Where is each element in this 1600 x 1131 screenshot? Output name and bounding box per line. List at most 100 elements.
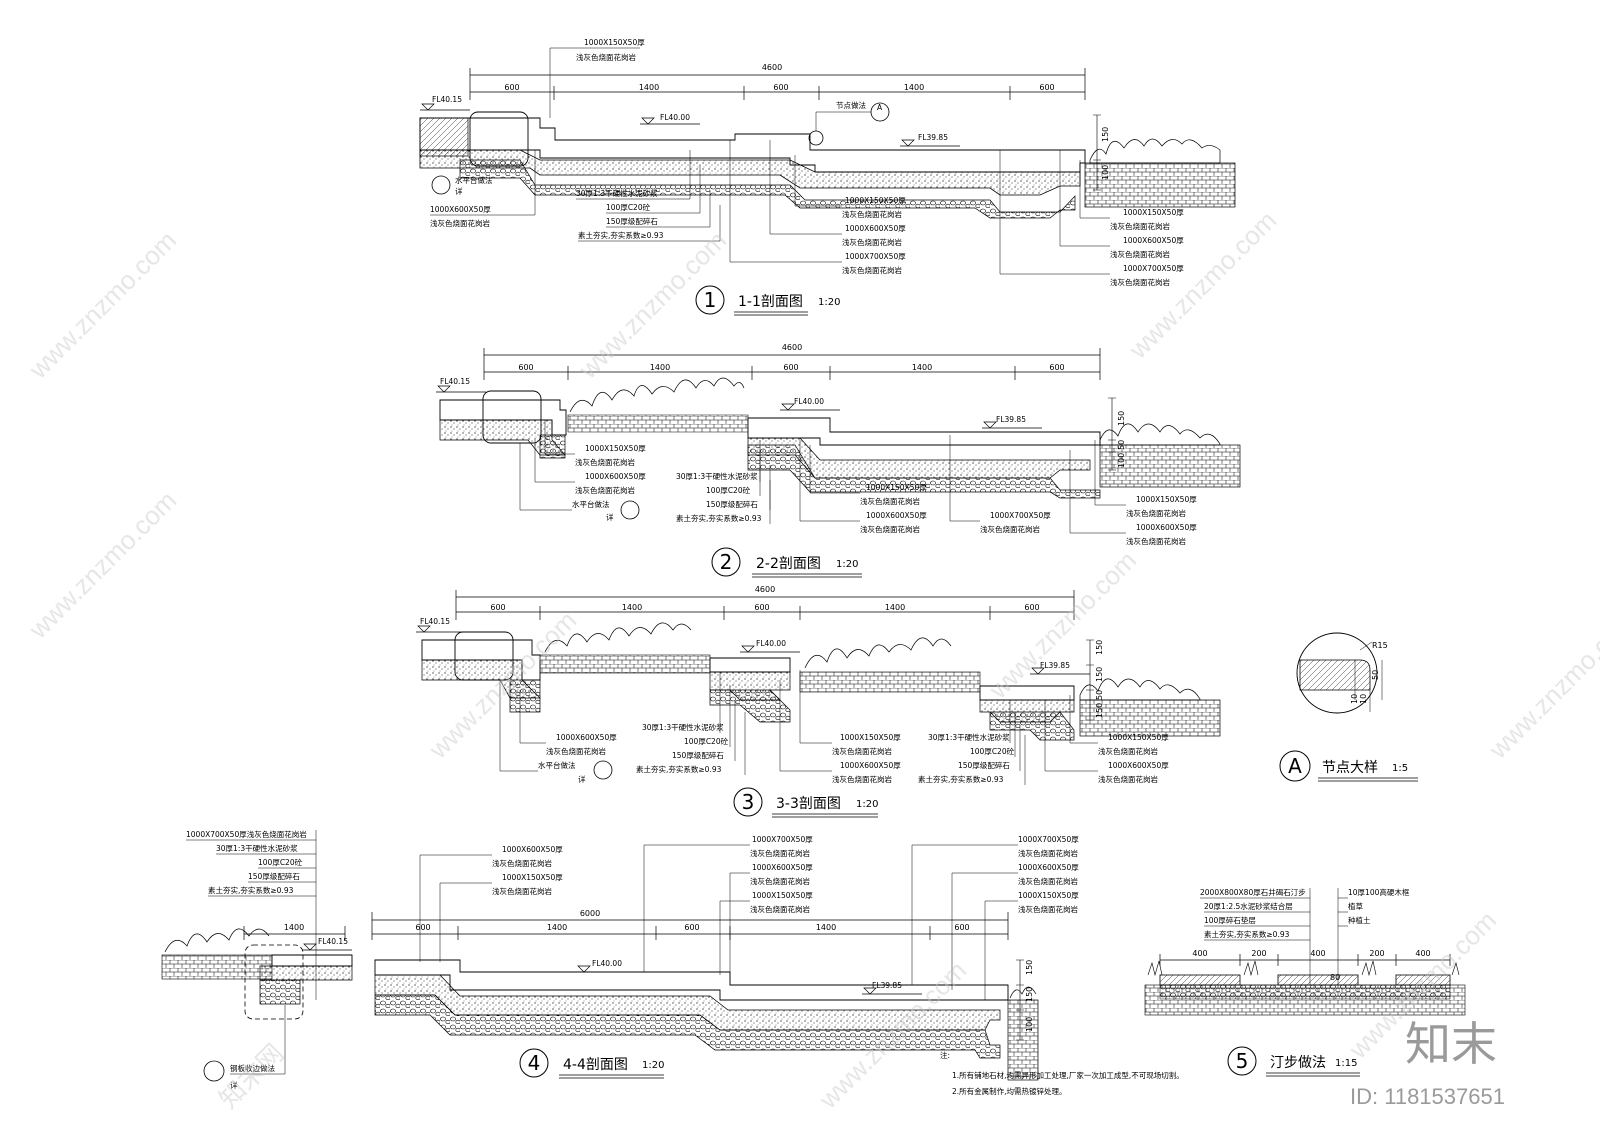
material-label: 1000X600X50厚 [556,733,617,742]
material-label: 1000X700X50厚 [1018,835,1079,844]
gravel-layer [709,689,791,723]
span-dim: 1400 [885,603,905,612]
span-dim: 1400 [904,83,924,92]
height-dim: 150 [1095,667,1104,682]
material-label: 1000X600X50厚 [1108,761,1169,770]
height-dim: 150 [1095,640,1104,655]
gravel-layer [459,159,1076,219]
planting-bed [539,654,711,674]
material-label: 浅灰色烧面花岗岩 [980,524,1040,534]
detail-callout-box [244,944,304,1020]
left-span-dim: 1400 [284,923,304,932]
layer-label: 100厚碎石垫层 [1204,915,1256,925]
detail-ref-circle [593,760,613,780]
note-label: 详 [606,512,614,522]
material-label: 浅灰色烧面花岗岩 [832,774,892,784]
layer-label: 30厚1:3干硬性水泥砂浆 [216,843,298,853]
stepping-stone [1277,974,1359,986]
notes-heading: 注: [940,1050,950,1060]
section-number-circle [519,1048,549,1078]
level-label: FL40.00 [756,639,786,648]
layer-label: 种植土 [1348,915,1371,925]
span-dim: 600 [1039,83,1054,92]
span-dim: 600 [1049,363,1064,372]
notes-block: 注: 1.所有铺地石材,均需异形加工处理,厂家一次加工成型,不可现场切割。 2.… [940,1050,1184,1096]
height-dim: 100 [1117,453,1126,468]
stepping-stone [1159,974,1241,986]
watermark-brand: 知末网 [213,1038,289,1114]
height-dim: 150 [1095,703,1104,718]
layer-label: 素土夯实,夯实系数≥0.93 [578,230,664,240]
detail-id-circle [1279,750,1311,782]
concrete-layer [259,965,353,981]
span-dim: 600 [954,923,969,932]
layer-label: 30厚1:3干硬性水泥砂浆 [576,188,658,198]
height-dim: 150 [1117,411,1126,426]
layer-label: 10厚100高硬木框 [1348,887,1410,897]
section-scale: 1:20 [856,799,878,810]
span-dim: 1400 [622,603,642,612]
span-dim: 600 [504,83,519,92]
material-label: 1000X600X50厚 [430,205,491,214]
section-number: 5 [1236,1049,1249,1073]
shrub-planting [1089,138,1221,164]
layer-label: 1000X700X50厚浅灰色烧面花岗岩 [186,829,307,839]
material-label: 1000X150X50厚 [840,733,901,742]
watermark-text: www.znzmo.com [22,225,182,385]
material-label: 1000X150X50厚 [502,873,563,882]
detail-ref-circle [431,175,451,195]
section-title: 1-1剖面图 [738,294,803,310]
gravel-layer [259,979,301,1005]
section-number-circle [695,285,725,315]
layer-label: 100厚C20砼 [258,857,303,867]
material-label: 1000X600X50厚 [866,511,927,520]
material-label: 浅灰色烧面花岗岩 [842,209,902,219]
planting-bed [567,414,749,433]
layer-label: 素土夯实,夯实系数≥0.93 [676,513,762,523]
level-marker [640,117,700,125]
note-label: 钢板收边做法 [230,1063,275,1073]
span-dim: 1400 [912,363,932,372]
layer-label: 150厚级配碎石 [958,760,1010,770]
material-label: 1000X150X50厚 [1136,495,1197,504]
material-label: 浅灰色烧面花岗岩 [430,218,490,228]
layer-label: 100厚C20砼 [970,746,1015,756]
edge-detail [419,117,469,157]
planting-bed [799,671,981,693]
section-number: 4 [528,1051,541,1075]
material-label: 浅灰色烧面花岗岩 [546,746,606,756]
note-label: 详 [455,186,463,196]
span-dim: 1400 [816,923,836,932]
material-label: 浅灰色烧面花岗岩 [750,876,810,886]
material-label: 浅灰色烧面花岗岩 [1126,508,1186,518]
soil-bank [1084,162,1236,208]
section-2: 4600 600 1400 600 1400 600 FL40.15 FL40.… [436,343,1241,578]
detail-dim: 10 [1350,694,1359,704]
layer-label: 150厚级配碎石 [706,499,758,509]
layer-label: 150厚级配碎石 [606,216,658,226]
material-label: 浅灰色烧面花岗岩 [860,524,920,534]
detail-dim: 50 [1371,670,1380,680]
section-title: 3-3剖面图 [776,796,841,812]
span-dim: 200 [1251,949,1266,958]
layer-label: 30厚1:3干硬性水泥砂浆 [642,722,724,732]
span-dim: 600 [783,363,798,372]
level-label: FL39.85 [1040,661,1070,670]
level-label: FL40.15 [432,95,462,104]
level-marker [436,385,486,393]
material-label: 浅灰色烧面花岗岩 [575,485,635,495]
node-circle [808,130,824,146]
level-label: FL39.85 [918,133,948,142]
section-scale: 1:20 [836,559,858,570]
level-marker [416,625,466,633]
material-label: 1000X150X50厚 [1123,208,1184,217]
layer-label: 2000X800X80厚石井碣石汀步 [1200,887,1306,897]
grass-tufts [1147,960,1460,977]
material-label: 1000X600X50厚 [585,472,646,481]
detail-a: R15 50 10 10 A 节点大样 1:5 [1279,632,1418,782]
material-label: 浅灰色烧面花岗岩 [832,746,892,756]
detail-dim: R15 [1372,641,1388,650]
material-label: 浅灰色烧面花岗岩 [842,265,902,275]
span-dim: 1400 [639,83,659,92]
level-marker [740,645,800,653]
